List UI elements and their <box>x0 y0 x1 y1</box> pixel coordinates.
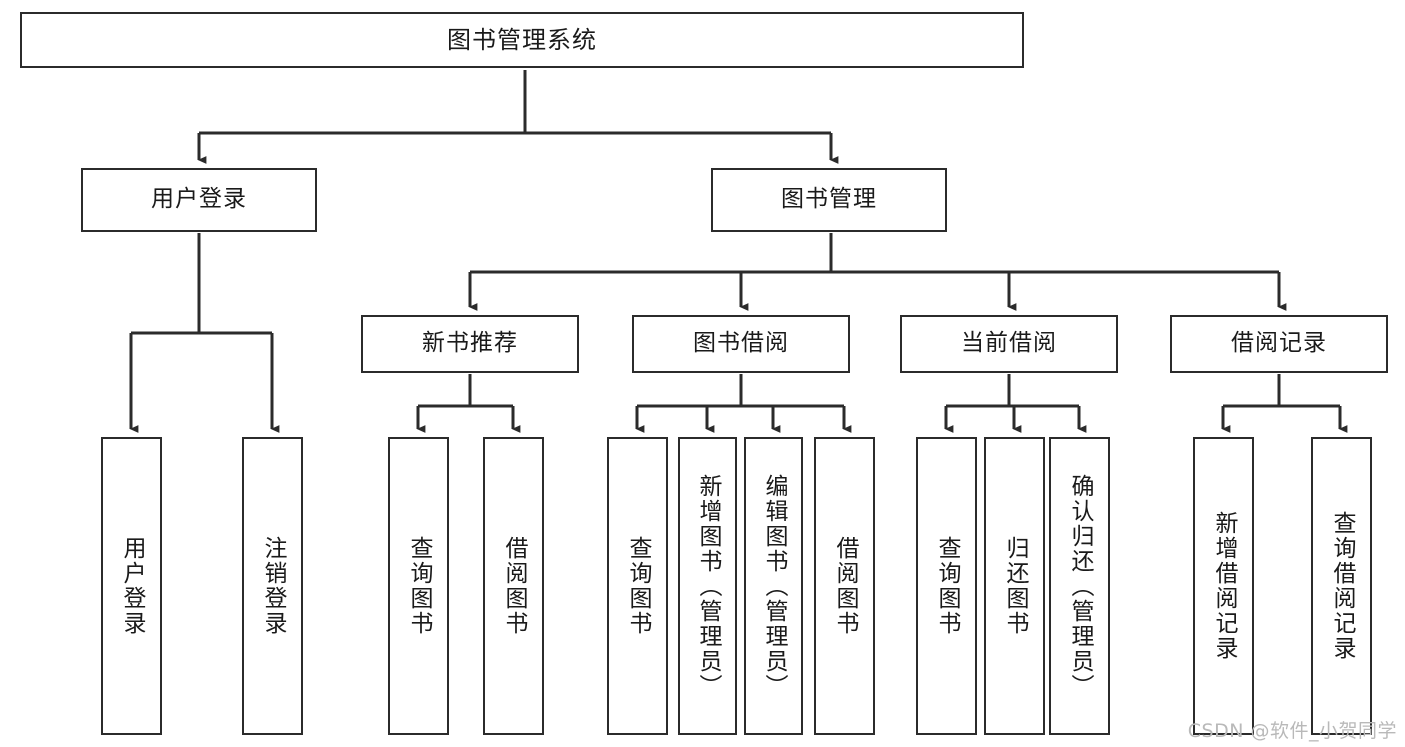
node-label: 注销登录 <box>260 536 286 636</box>
node-leaf-add-book[interactable]: 新增图书（管理员） <box>678 437 737 735</box>
node-label: 新增借阅记录 <box>1211 511 1237 661</box>
node-label: 用户登录 <box>119 536 145 636</box>
node-current-borrow[interactable]: 当前借阅 <box>900 315 1118 373</box>
node-leaf-borrow-book-1[interactable]: 借阅图书 <box>483 437 544 735</box>
node-label: 查询图书 <box>934 536 960 636</box>
node-root-book-management-system[interactable]: 图书管理系统 <box>20 12 1024 68</box>
node-label: 借阅图书 <box>501 536 527 636</box>
node-label: 查询图书 <box>406 536 432 636</box>
node-label: 查询图书 <box>625 536 651 636</box>
node-new-book-recommend[interactable]: 新书推荐 <box>361 315 579 373</box>
node-leaf-edit-book[interactable]: 编辑图书（管理员） <box>744 437 803 735</box>
node-leaf-add-record[interactable]: 新增借阅记录 <box>1193 437 1254 735</box>
node-label: 当前借阅 <box>961 330 1057 357</box>
node-label: 查询借阅记录 <box>1329 511 1355 661</box>
node-borrow-record[interactable]: 借阅记录 <box>1170 315 1388 373</box>
node-label: 图书管理 <box>781 186 877 213</box>
node-leaf-return-book[interactable]: 归还图书 <box>984 437 1045 735</box>
node-leaf-query-record[interactable]: 查询借阅记录 <box>1311 437 1372 735</box>
node-label: 用户登录 <box>151 186 247 213</box>
node-book-manage[interactable]: 图书管理 <box>711 168 947 232</box>
node-leaf-confirm-return[interactable]: 确认归还（管理员） <box>1049 437 1110 735</box>
node-leaf-query-book-1[interactable]: 查询图书 <box>388 437 449 735</box>
node-user-login[interactable]: 用户登录 <box>81 168 317 232</box>
node-label: 图书管理系统 <box>447 25 597 54</box>
node-leaf-logout-login[interactable]: 注销登录 <box>242 437 303 735</box>
node-label: 确认归还（管理员） <box>1067 473 1093 699</box>
node-label: 新增图书（管理员） <box>695 473 721 699</box>
node-leaf-user-login[interactable]: 用户登录 <box>101 437 162 735</box>
node-book-borrow[interactable]: 图书借阅 <box>632 315 850 373</box>
node-label: 图书借阅 <box>693 330 789 357</box>
node-label: 归还图书 <box>1002 536 1028 636</box>
node-leaf-query-book-3[interactable]: 查询图书 <box>916 437 977 735</box>
node-label: 借阅记录 <box>1231 330 1327 357</box>
node-label: 编辑图书（管理员） <box>761 473 787 699</box>
node-leaf-query-book-2[interactable]: 查询图书 <box>607 437 668 735</box>
node-label: 新书推荐 <box>422 330 518 357</box>
node-label: 借阅图书 <box>832 536 858 636</box>
node-leaf-borrow-book-2[interactable]: 借阅图书 <box>814 437 875 735</box>
